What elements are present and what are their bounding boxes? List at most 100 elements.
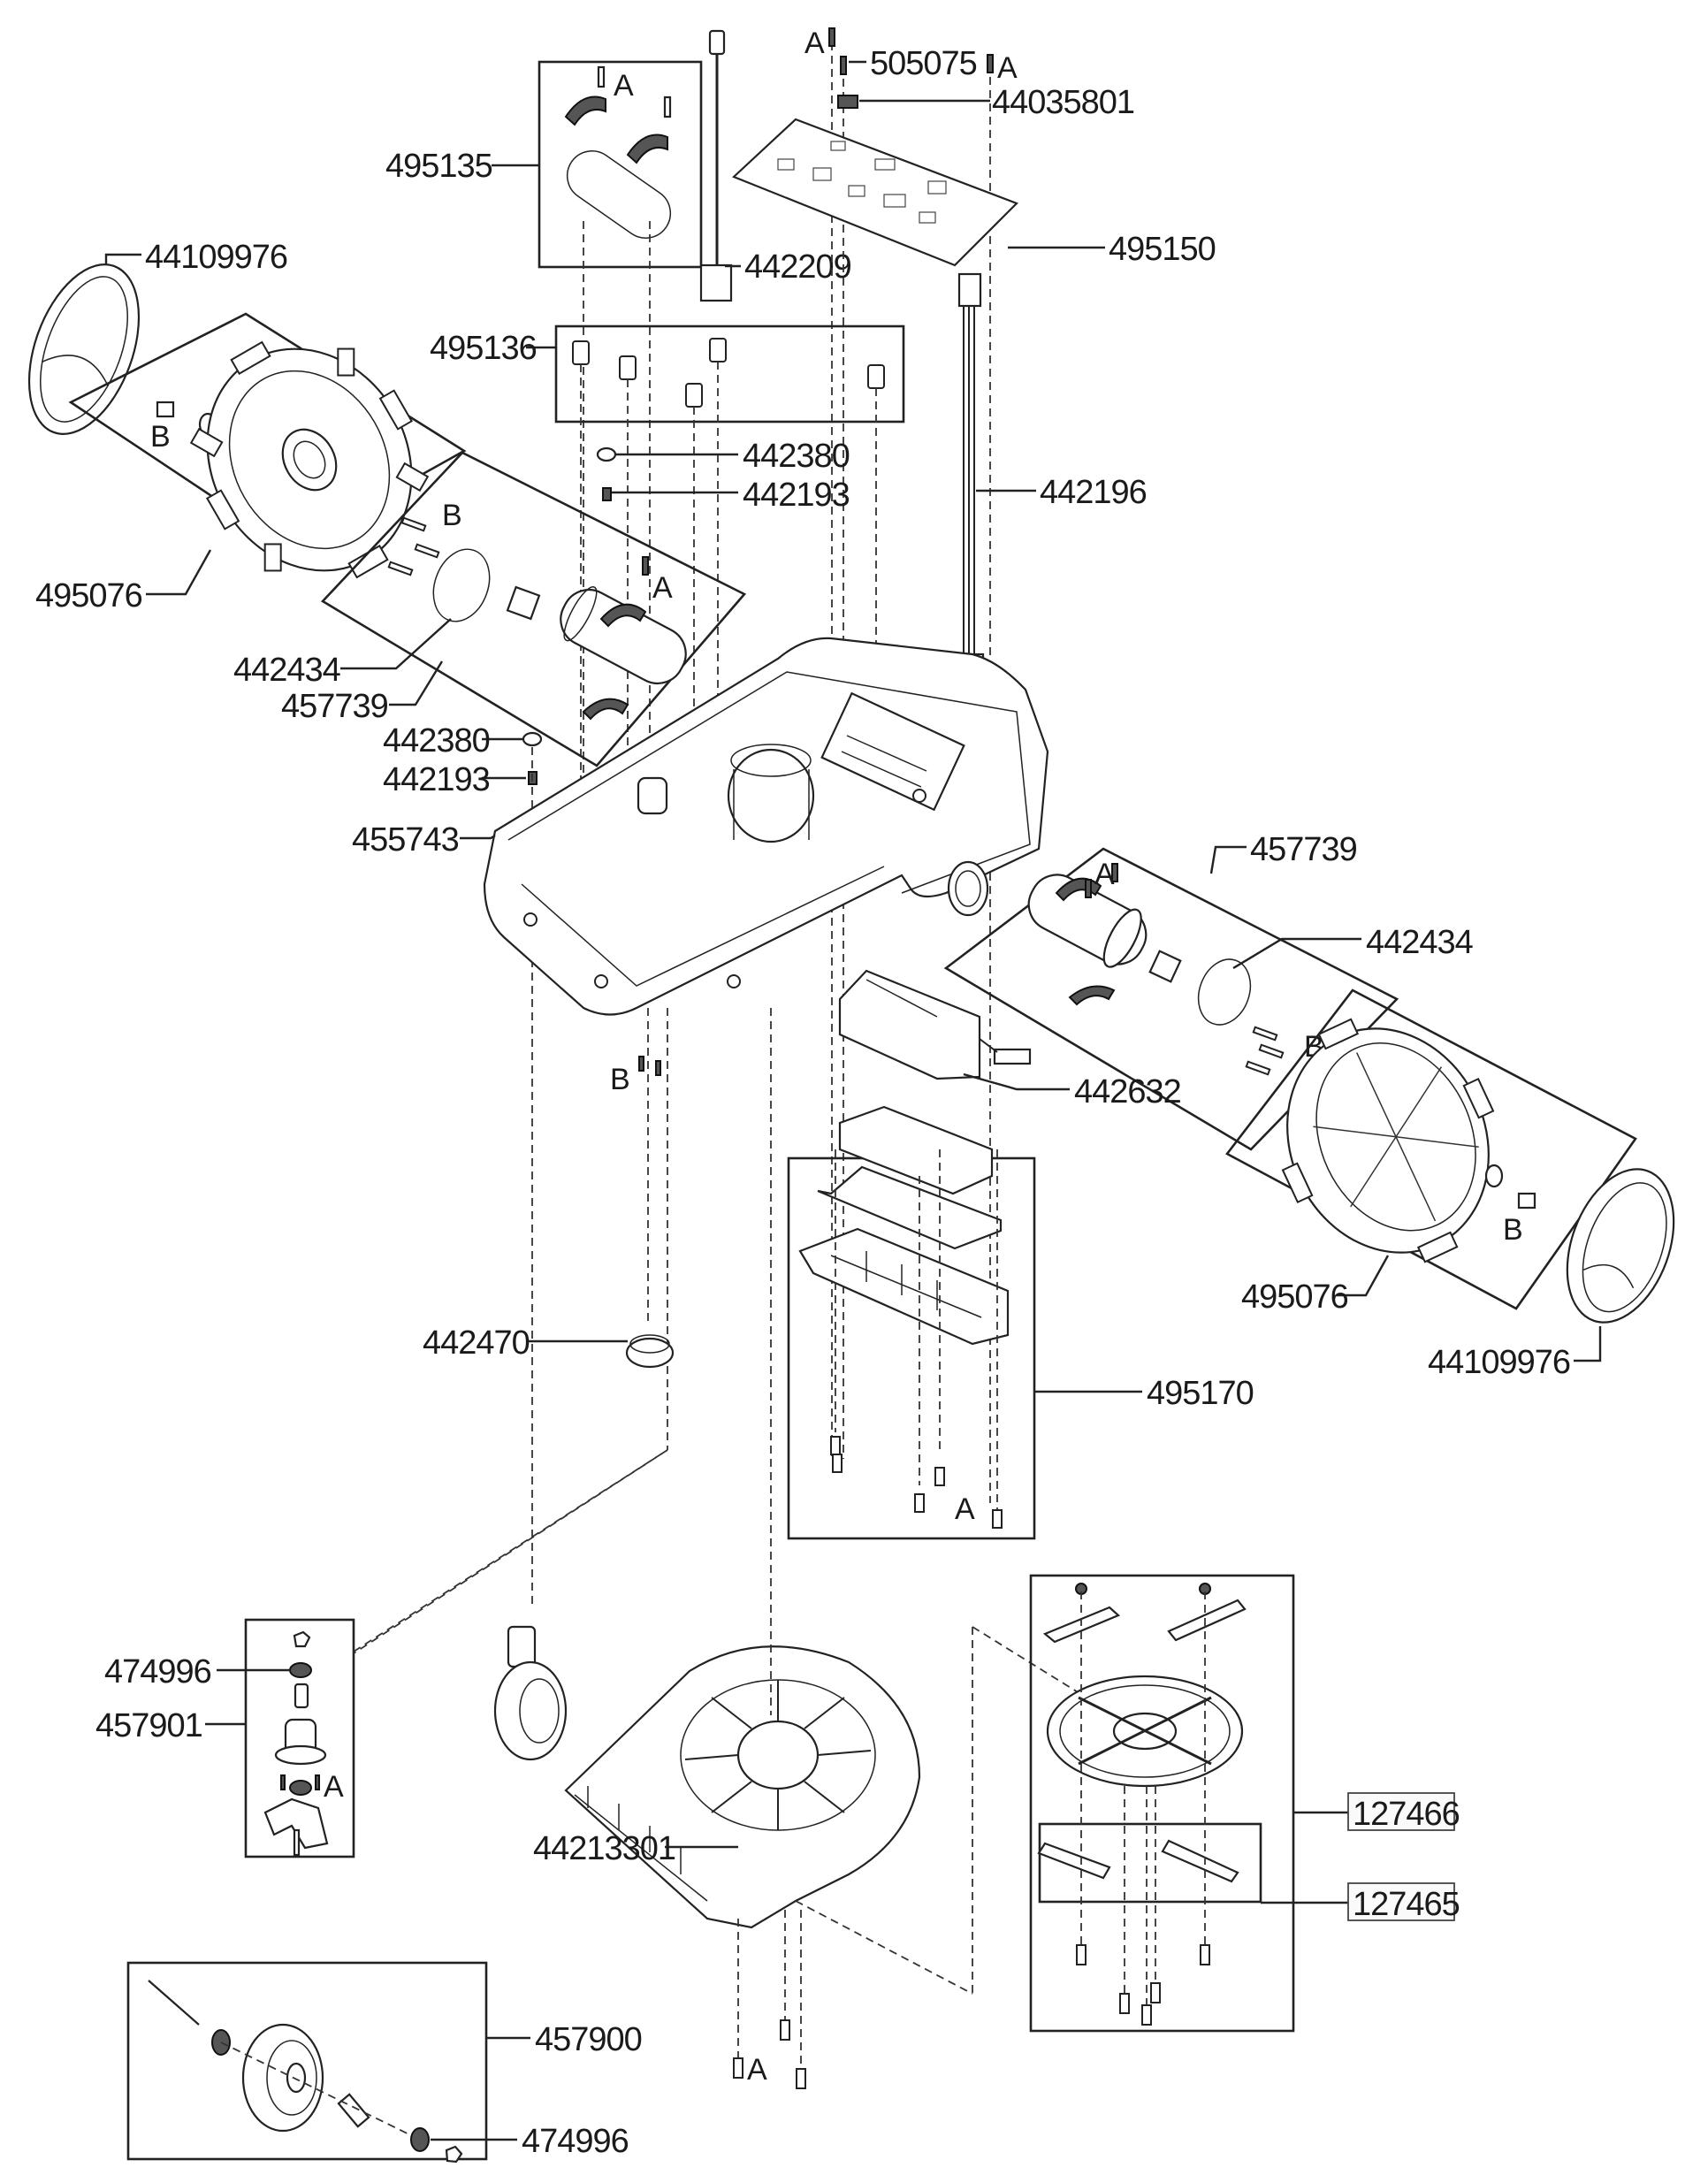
part-label-442470[interactable]: 442470 <box>423 1324 530 1362</box>
axle-part <box>148 1980 200 2026</box>
screw-part <box>828 27 835 47</box>
axle-bolt-part <box>293 1828 301 1857</box>
drive-motor-part <box>560 589 687 684</box>
deck-housing-part <box>564 1645 921 1929</box>
sensor-clip-kit-box <box>554 324 905 424</box>
part-label-495135[interactable]: 495135 <box>385 148 493 185</box>
part-label-455743[interactable]: 455743 <box>352 821 460 859</box>
part-label-442380-top[interactable]: 442380 <box>743 438 850 475</box>
bearing-part <box>410 2127 430 2152</box>
rubber-cap-part <box>596 446 617 462</box>
bearing-part <box>289 1780 312 1796</box>
blade-disc-group: 127466 127465 <box>1029 1574 1460 2033</box>
hall-sensor-part <box>572 340 590 365</box>
motor-clamp-part <box>564 95 606 126</box>
screw-part <box>642 556 649 576</box>
cap-screw-left-group: 442380 442193 <box>383 722 543 1609</box>
screw-part <box>280 1774 286 1790</box>
part-label-495076-right[interactable]: 495076 <box>1241 1278 1349 1316</box>
part-label-474996-top[interactable]: 474996 <box>104 1653 212 1690</box>
wheel-bolt-part <box>156 401 175 418</box>
screw-part <box>840 56 847 75</box>
washer-part <box>1484 1164 1504 1188</box>
screw-part <box>1111 863 1118 882</box>
blade-part <box>1167 1599 1247 1642</box>
part-label-442193-top[interactable]: 442193 <box>743 477 850 514</box>
part-label-442380-left[interactable]: 442380 <box>383 722 491 759</box>
screw-part <box>315 1774 320 1790</box>
part-label-474996-bottom[interactable]: 474996 <box>522 2123 629 2160</box>
part-label-442193-left[interactable]: 442193 <box>383 761 491 798</box>
screw-part <box>597 65 606 88</box>
blade-kit-box <box>1038 1822 1262 1904</box>
left-wheel-group: 44109976 B 495076 <box>27 239 467 614</box>
part-label-442632[interactable]: 442632 <box>1074 1073 1182 1110</box>
screw-part <box>1245 1060 1271 1076</box>
rubber-cap-part <box>522 731 543 747</box>
height-adjust-knob-part <box>637 776 668 815</box>
part-label-505075[interactable]: 505075 <box>870 45 978 82</box>
screw-part <box>414 543 440 559</box>
chassis-group: 455743 <box>352 637 1049 1016</box>
blade-part <box>1037 1842 1111 1880</box>
label-frame-127465 <box>1347 1882 1455 1921</box>
part-label-495136[interactable]: 495136 <box>430 330 538 367</box>
part-label-457901[interactable]: 457901 <box>95 1707 203 1744</box>
caster-fork-part <box>263 1797 329 1850</box>
motor-clamp-part <box>599 603 647 628</box>
right-wheel-group: B 495076 44109976 <box>1225 988 1675 1381</box>
foam-pad-part <box>838 1105 994 1195</box>
battery-cover-part <box>798 1227 1010 1346</box>
sensor-clip-kit-group: 495136 <box>430 324 905 884</box>
nut-part <box>293 1630 311 1648</box>
part-label-495170[interactable]: 495170 <box>1147 1375 1254 1412</box>
screw-part <box>1085 879 1092 898</box>
fastener-marker-a: A <box>614 69 634 103</box>
part-label-44213301[interactable]: 44213301 <box>533 1830 676 1867</box>
screw-part <box>663 95 672 118</box>
spacer-part <box>337 2093 370 2128</box>
screw-part <box>780 2019 790 2041</box>
gear-coupling-part <box>506 585 541 621</box>
motor-clamp-part <box>1068 985 1116 1006</box>
motor-box-left <box>320 451 747 767</box>
hall-sensor-part <box>709 338 727 362</box>
harness-connector-part <box>957 272 982 308</box>
screw-part <box>796 2068 806 2089</box>
part-label-457739-left[interactable]: 457739 <box>281 688 389 725</box>
part-label-442196[interactable]: 442196 <box>1040 474 1148 511</box>
circuit-board-part <box>731 118 1018 267</box>
gasket-ring-part <box>1197 958 1252 1026</box>
part-label-127465[interactable]: 127465 <box>1353 1886 1460 1923</box>
part-label-442434-right[interactable]: 442434 <box>1366 924 1475 961</box>
part-label-44109976-right[interactable]: 44109976 <box>1428 1344 1571 1381</box>
motor-clamp-part <box>626 134 668 164</box>
caster-wheel-group <box>493 1625 568 1761</box>
fastener-marker-b: B <box>442 499 462 532</box>
hall-sensor-part <box>619 355 637 380</box>
part-label-127466[interactable]: 127466 <box>1353 1796 1460 1833</box>
screw-part <box>1119 1993 1130 2014</box>
rear-wheel-kit-group: 457900 474996 <box>126 1961 643 2164</box>
wheel-bolt-part <box>1517 1192 1536 1210</box>
caster-stem-part <box>507 1625 537 1668</box>
nut-part <box>445 2145 463 2164</box>
screw-part <box>1141 2004 1152 2026</box>
caster-wheel-part <box>493 1660 568 1761</box>
part-label-457900[interactable]: 457900 <box>535 2021 643 2058</box>
screw-part <box>830 1436 841 1455</box>
screw-part <box>1200 1944 1210 1965</box>
part-label-442209[interactable]: 442209 <box>744 248 852 286</box>
part-label-44035801[interactable]: 44035801 <box>992 84 1135 121</box>
caster-mount-group: A 474996 457901 <box>95 1449 668 1858</box>
part-label-457739-right[interactable]: 457739 <box>1250 831 1358 868</box>
part-label-495150[interactable]: 495150 <box>1109 231 1216 268</box>
rear-wheel-kit-box <box>126 1961 488 2161</box>
part-label-44109976-left[interactable]: 44109976 <box>145 239 288 276</box>
part-label-495076-left[interactable]: 495076 <box>35 577 143 614</box>
part-label-442434-left[interactable]: 442434 <box>233 652 342 689</box>
fastener-marker-a: A <box>804 27 825 60</box>
left-motor-group: B A 442434 457739 <box>233 451 747 767</box>
wheel-part <box>241 2023 324 2133</box>
battery-connector-part <box>993 1048 1032 1065</box>
